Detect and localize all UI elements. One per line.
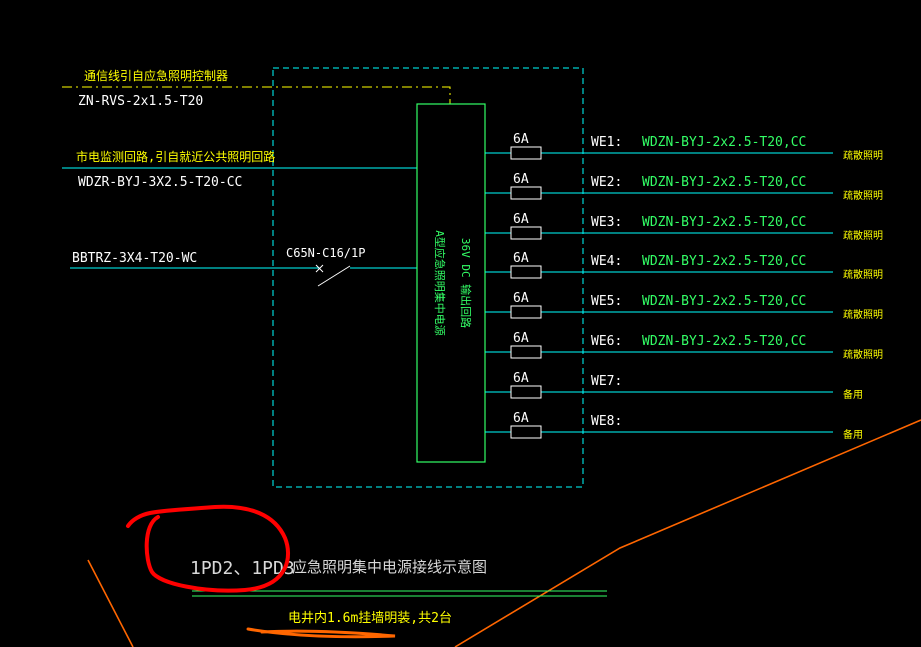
fuse-rating: 6A [513, 371, 529, 386]
breaker-label: C65N-C16/1P [286, 246, 365, 260]
fuse-rating: 6A [513, 331, 529, 346]
fuse-rating: 6A [513, 291, 529, 306]
circuit-cable: WDZN-BYJ-2x2.5-T20,CC [642, 175, 806, 190]
circuit-load: 疏散照明 [843, 189, 883, 202]
orange-underline-markup [246, 627, 396, 639]
circuit-id: WE2: [591, 175, 622, 190]
panel-ids: 1PD2、1PD3 [190, 558, 295, 579]
fuse-icon [510, 186, 542, 200]
power-cable: BBTRZ-3X4-T20-WC [72, 251, 197, 266]
circuit-id: WE3: [591, 215, 622, 230]
circuit-row: 6A WE3: WDZN-BYJ-2x2.5-T20,CC 疏散照明 [485, 212, 883, 242]
comm-cable: ZN-RVS-2x1.5-T20 [78, 94, 203, 109]
circuit-cable: WDZN-BYJ-2x2.5-T20,CC [642, 254, 806, 269]
fuse-rating: 6A [513, 212, 529, 227]
monitor-cable: WDZR-BYJ-3X2.5-T20-CC [78, 175, 242, 190]
breaker-cross-icon [315, 264, 324, 273]
monitor-desc: 市电监测回路,引自就近公共照明回路 [76, 149, 275, 164]
fuse-rating: 6A [513, 251, 529, 266]
circuit-id: WE8: [591, 414, 622, 429]
fuse-rating: 6A [513, 132, 529, 147]
output-circuits: 6A WE1: WDZN-BYJ-2x2.5-T20,CC 疏散照明 6A WE2: WDZ… [485, 132, 883, 441]
orange-line-right [454, 419, 921, 647]
fuse-icon [510, 265, 542, 279]
fuse-rating: 6A [513, 411, 529, 426]
panel-enclosure [272, 67, 584, 488]
circuit-row: 6A WE7: 备用 [485, 371, 863, 401]
circuit-row: 6A WE5: WDZN-BYJ-2x2.5-T20,CC 疏散照明 [485, 291, 883, 321]
power-supply-box: A型应急照明集中电源 36V DC 输出回路 [416, 103, 486, 463]
circuit-cable: WDZN-BYJ-2x2.5-T20,CC [642, 135, 806, 150]
background-lines [87, 419, 921, 647]
power-supply-label: A型应急照明集中电源 [433, 230, 447, 336]
fuse-icon [510, 146, 542, 160]
circuit-id: WE4: [591, 254, 622, 269]
circuit-load: 疏散照明 [843, 348, 883, 361]
circuit-load: 疏散照明 [843, 308, 883, 321]
red-circle-markup [126, 504, 290, 593]
circuit-id: WE6: [591, 334, 622, 349]
install-note: 电井内1.6m挂墙明装,共2台 [288, 610, 452, 626]
power-supply-rect [416, 103, 486, 463]
circuit-id: WE5: [591, 294, 622, 309]
monitor-input: 市电监测回路,引自就近公共照明回路 WDZR-BYJ-3X2.5-T20-CC [62, 149, 417, 190]
circuit-load: 疏散照明 [843, 268, 883, 281]
circuit-cable: WDZN-BYJ-2x2.5-T20,CC [642, 215, 806, 230]
circuit-row: 6A WE2: WDZN-BYJ-2x2.5-T20,CC 疏散照明 [485, 172, 883, 202]
circuit-id: WE7: [591, 374, 622, 389]
fuse-icon [510, 226, 542, 240]
orange-line-left [87, 559, 134, 647]
circuit-row: 6A WE8: 备用 [485, 411, 863, 441]
circuit-cable: WDZN-BYJ-2x2.5-T20,CC [642, 294, 806, 309]
comm-line [62, 86, 451, 104]
fuse-icon [510, 385, 542, 399]
comm-desc: 通信线引自应急照明控制器 [84, 68, 228, 83]
breaker-blade [317, 265, 351, 287]
circuit-row: 6A WE6: WDZN-BYJ-2x2.5-T20,CC 疏散照明 [485, 331, 883, 361]
fuse-icon [510, 345, 542, 359]
power-supply-sublabel: 36V DC 输出回路 [459, 238, 473, 328]
circuit-load: 备用 [843, 388, 863, 401]
circuit-load: 疏散照明 [843, 229, 883, 242]
circuit-row: 6A WE4: WDZN-BYJ-2x2.5-T20,CC 疏散照明 [485, 251, 883, 281]
comm-input: 通信线引自应急照明控制器 ZN-RVS-2x1.5-T20 [62, 68, 451, 109]
fuse-rating: 6A [513, 172, 529, 187]
circuit-load: 疏散照明 [843, 149, 883, 162]
circuit-cable: WDZN-BYJ-2x2.5-T20,CC [642, 334, 806, 349]
power-input: BBTRZ-3X4-T20-WC C65N-C16/1P [70, 246, 417, 287]
markup-annotations [126, 504, 396, 639]
circuit-row: 6A WE1: WDZN-BYJ-2x2.5-T20,CC 疏散照明 [485, 132, 883, 162]
diagram-title: 应急照明集中电源接线示意图 [292, 558, 487, 576]
circuit-id: WE1: [591, 135, 622, 150]
title-block: 1PD2、1PD3 应急照明集中电源接线示意图 电井内1.6m挂墙明装,共2台 [190, 558, 607, 626]
circuit-load: 备用 [843, 428, 863, 441]
fuse-icon [510, 425, 542, 439]
fuse-icon [510, 305, 542, 319]
